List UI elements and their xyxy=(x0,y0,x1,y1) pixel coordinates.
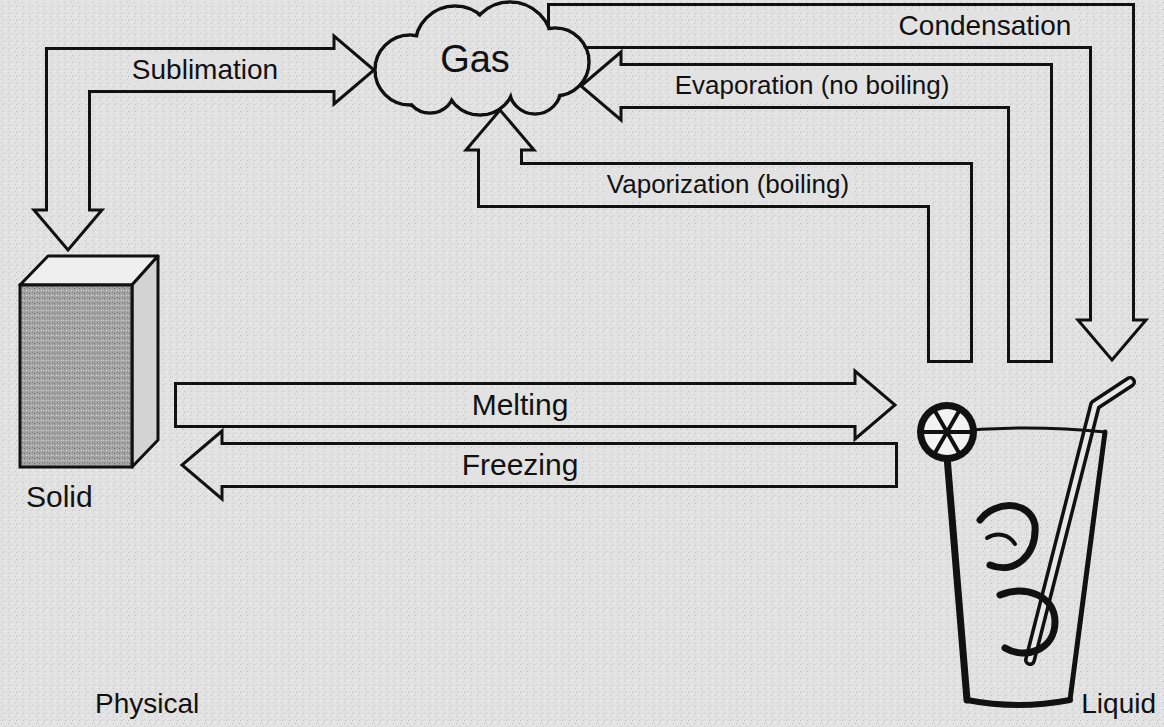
node-label: Solid xyxy=(26,480,93,515)
lime-slice-part xyxy=(924,412,970,452)
node-label: Gas xyxy=(440,38,510,82)
arrow-body xyxy=(177,385,855,425)
liquid-glass xyxy=(905,360,1160,725)
lime-slice-part-part xyxy=(947,432,959,452)
lime-slice-part xyxy=(924,409,970,455)
cloud-stroke xyxy=(375,2,589,115)
cube-side xyxy=(132,256,158,467)
glass-outline xyxy=(945,428,1105,705)
arrow-neck xyxy=(851,385,857,425)
glass-outline-part xyxy=(967,700,1070,705)
cube-front xyxy=(20,285,132,467)
lime-slice-part-part xyxy=(936,412,948,432)
arrow-label-holder: Condensation xyxy=(896,10,1075,42)
lime-slice-part xyxy=(917,402,977,462)
arrow-label-holder: Melting xyxy=(469,388,572,423)
arrow-label-holder: Freezing xyxy=(459,448,582,483)
arrow-neck xyxy=(1092,316,1132,322)
condensation-arrow xyxy=(547,26,1146,360)
gas-cloud: Gas xyxy=(370,0,590,115)
arrow-label: Condensation xyxy=(896,10,1075,42)
arrow-head xyxy=(182,431,222,499)
solid-cube: Solid xyxy=(18,252,160,532)
arrow-label: Sublimation xyxy=(129,54,281,86)
arrow-head xyxy=(334,36,374,104)
arrow-head xyxy=(855,371,895,439)
arrow-neck xyxy=(330,50,336,90)
ice-cubes-part xyxy=(987,535,1015,544)
note-holder: Physical xyxy=(95,688,199,720)
arrow-label: Melting xyxy=(469,388,572,423)
lime-slice-part-part xyxy=(924,430,947,434)
arrow-label: Freezing xyxy=(459,448,582,483)
glass-outline-part xyxy=(945,432,967,700)
arrow-head xyxy=(34,210,102,250)
arrow-body xyxy=(500,150,950,360)
sublimation-arrow xyxy=(34,36,374,250)
melting-arrow xyxy=(174,371,895,439)
arrow-outline xyxy=(68,70,334,210)
node-label: Liquid xyxy=(1081,688,1156,720)
lime-slice xyxy=(917,402,977,462)
arrow-neck xyxy=(619,66,625,106)
arrow-label-holder: Sublimation xyxy=(129,54,281,86)
arrow-outline xyxy=(222,442,898,488)
vaporization-arrow xyxy=(466,110,950,363)
cloud-fill-part xyxy=(511,64,559,112)
arrow-neck xyxy=(48,206,88,212)
arrow-outline xyxy=(500,150,950,363)
arrow-label: Vaporization (boiling) xyxy=(604,170,852,200)
cloud-fill xyxy=(377,4,587,113)
ice-cubes-part xyxy=(1000,591,1055,653)
lime-slice-part-part xyxy=(947,430,970,434)
lime-slice-part-part xyxy=(936,432,948,452)
arrow-label-holder: Evaporation (no boiling) xyxy=(672,71,953,101)
ice-cubes xyxy=(980,506,1055,653)
freezing-arrow xyxy=(182,431,898,499)
arrow-body xyxy=(222,445,895,485)
arrow-head xyxy=(1078,320,1146,360)
arrow-label: Evaporation (no boiling) xyxy=(672,71,953,101)
lime-slice-part-part xyxy=(947,412,959,432)
ice-cubes-part xyxy=(980,506,1035,568)
arrow-neck xyxy=(480,148,520,154)
arrow-outline xyxy=(174,382,855,428)
arrow-label-holder: Vaporization (boiling) xyxy=(604,170,852,200)
arrow-neck xyxy=(220,445,226,485)
arrow-body xyxy=(68,70,334,210)
liquid-glass: Liquid xyxy=(905,360,1160,725)
page-note: Physical xyxy=(95,688,199,720)
glass-outline-part xyxy=(1070,432,1105,700)
